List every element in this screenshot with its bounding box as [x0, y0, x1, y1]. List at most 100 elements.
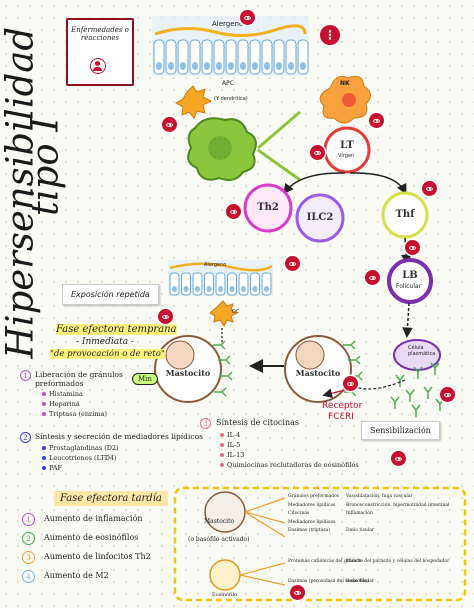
label-nk: NK [340, 80, 350, 87]
apc-cell [174, 85, 213, 119]
dc-cell [209, 300, 239, 327]
more-menu-button[interactable]: ⋮ [320, 25, 340, 45]
heading-fase-tardia: Fase efectora tardía [54, 491, 168, 506]
late-item-number: 2 [22, 532, 35, 545]
fc-receptor [343, 340, 356, 350]
label-plasma: Célula plasmática [408, 345, 436, 357]
fc-receptor [218, 355, 231, 365]
cytokine-item: IL-13 [220, 451, 244, 459]
antibody [423, 386, 433, 399]
late-box-right: Daño tisular [346, 528, 375, 533]
fc-receptor [213, 340, 226, 350]
card-label: Enfermedades o reacciones [71, 26, 129, 42]
early-subitem: Leucotrienos (LTD4) [42, 454, 117, 462]
late-basofilo-label: (o basófilo activado) [188, 536, 250, 543]
thf-cell [381, 191, 429, 239]
antibodies [390, 362, 445, 417]
antibody [411, 404, 421, 417]
eye-hotspot-plasma[interactable] [440, 387, 455, 402]
late-item-text: Aumento de inflamación [44, 514, 143, 523]
antibody [390, 396, 400, 409]
late-list-item: 2 Aumento de eosinófilos [22, 532, 172, 546]
eye-hotspot-apc[interactable] [162, 117, 177, 132]
early-item-number: 2 [20, 432, 31, 443]
eye-hotspot-late-phase[interactable] [290, 585, 305, 600]
early-subitem: Histamina [42, 390, 83, 398]
late-phase-box [173, 486, 467, 602]
ilc2-cell [295, 193, 345, 243]
label-alergeno: Alergeno [212, 20, 244, 28]
th2-cell [243, 183, 293, 233]
late-list-item: 1 Aumento de inflamación [22, 513, 172, 527]
label-inmediata: - Inmediata - [76, 337, 135, 347]
mastocyte-right [284, 335, 352, 403]
label-alergeno-2: Alergeno [204, 262, 227, 268]
fc-receptor [220, 371, 233, 381]
label-apc: APC [222, 80, 234, 87]
eye-hotspot-lt[interactable] [310, 145, 325, 160]
label-lt-sub: Vírgen [338, 153, 355, 159]
late-box-right: Muerte del parásito y células del hosped… [346, 559, 450, 564]
early-subitem: Prostaglandinas (D2) [42, 444, 119, 452]
cytokine-item: IL-5 [220, 441, 240, 449]
eye-hotspot-thf[interactable] [422, 181, 437, 196]
eye-hotspot-th2[interactable] [226, 204, 241, 219]
label-mastocito-left: Mastocito [165, 368, 211, 378]
cytokine-title: Síntesis de citocinas [216, 418, 299, 427]
cytokine-item: IL-4 [220, 431, 240, 439]
label-provocacion: "de provocación o de reto" [50, 349, 165, 359]
late-box-right: Broncoconstricción, hipermotilidad intes… [346, 502, 450, 508]
antibody [405, 389, 415, 402]
late-box-left: Enzimas (triptasa) [288, 528, 330, 533]
eye-hotspot-lb[interactable] [365, 270, 380, 285]
late-box-left: Mediadores lipídicos [288, 502, 336, 508]
cytokine-item: Quimiocinas reclutadoras de eosinófilos [220, 461, 359, 469]
label-lt: LT [340, 140, 354, 151]
antibody [430, 362, 440, 375]
late-list-item: 4 Aumento de M2 [22, 570, 172, 584]
eye-hotspot-exposicion[interactable] [285, 256, 300, 271]
antibody [413, 366, 423, 379]
label-sensibilizacion: Sensibilización [361, 421, 440, 440]
person-icon [90, 58, 106, 74]
late-mast-cell [204, 491, 246, 533]
diseases-card[interactable]: Enfermedades o reacciones [66, 18, 134, 86]
late-item-text: Aumento de M2 [44, 571, 109, 580]
label-exposicion: Exposición repetida [62, 284, 159, 305]
late-box-right: Vasodilatación, fuga vascular [346, 494, 413, 499]
label-receptor: Receptor [322, 401, 363, 411]
label-receptor-sub: FCƐRI [328, 412, 354, 422]
early-subitem: Triptasa (enzima) [42, 410, 107, 418]
cytokine-number: 3 [200, 418, 211, 429]
label-lb: LB [402, 270, 418, 281]
epithelium-middle [168, 260, 273, 296]
eye-hotspot-nk[interactable] [369, 113, 384, 128]
early-item-text: Síntesis y secreción de mediadores lipíd… [35, 432, 203, 441]
eye-hotspot-sensibilizacion[interactable] [391, 451, 406, 466]
eye-hotspot-alergeno[interactable] [240, 10, 255, 25]
late-box-left: Gránulos preformados [288, 494, 340, 499]
label-thf: Thf [395, 209, 415, 220]
eye-hotspot-dc[interactable] [158, 309, 173, 324]
lb-cell [387, 258, 433, 304]
late-item-text: Aumento de eosinófilos [44, 533, 139, 542]
late-box-right: Daño tisular [346, 579, 375, 584]
label-ilc2: ILC2 [306, 212, 334, 223]
badge-min: Min [132, 373, 158, 385]
late-box-left: Citocinas [288, 511, 310, 516]
early-subitem: Heparina [42, 400, 80, 408]
mastocyte-left [154, 335, 222, 403]
early-subitem: PAF [42, 464, 62, 472]
eye-hotspot-receptor[interactable] [343, 376, 358, 391]
epithelium-top [152, 16, 309, 76]
late-item-number: 4 [22, 570, 35, 583]
late-item-number: 1 [22, 513, 35, 526]
label-th2: Th2 [257, 202, 279, 213]
eye-hotspot-ilc2[interactable] [405, 240, 420, 255]
early-item-number: 1 [20, 370, 31, 381]
late-box-left: Enzimas (peroxidasa del eosinófilo) [288, 579, 369, 584]
late-box-right: Inflamación [346, 511, 373, 516]
late-box-left: Mediadores lipídicos [288, 519, 336, 525]
